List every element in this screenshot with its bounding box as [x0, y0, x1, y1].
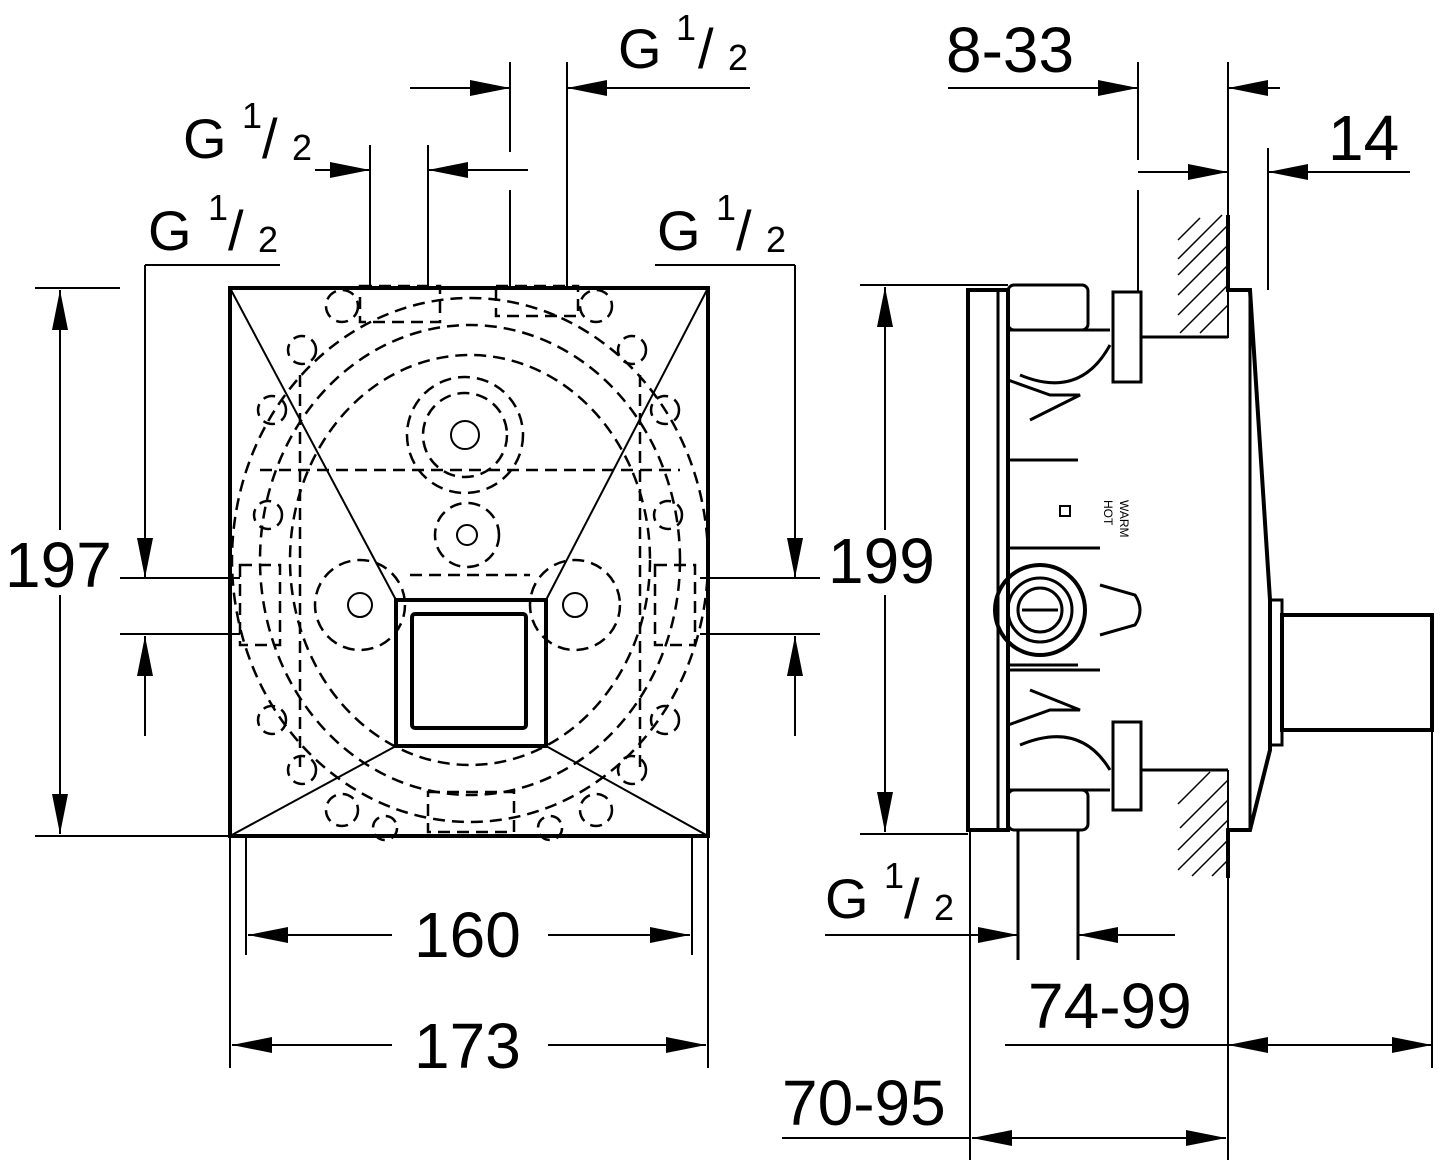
svg-text:G: G [618, 17, 662, 80]
thread-label-bottom: G 1 / 2 [825, 855, 954, 930]
dim-199: 199 [828, 525, 935, 597]
svg-text:G: G [657, 199, 701, 262]
svg-text:/: / [904, 867, 920, 930]
side-view: WARM HOT [966, 214, 1434, 960]
svg-text:1: 1 [676, 7, 696, 48]
wall-hatch-bottom [1177, 770, 1229, 878]
valve-outer-circle [993, 563, 1087, 657]
front-dimensions: 197 [5, 62, 820, 1082]
svg-text:G: G [148, 199, 192, 262]
svg-text:2: 2 [292, 127, 312, 168]
dim-173: 173 [414, 1010, 521, 1082]
dim-74-99: 74-99 [1028, 970, 1192, 1042]
svg-text:G: G [825, 867, 869, 930]
label-warm: WARM [1117, 500, 1131, 538]
svg-text:1: 1 [884, 855, 904, 896]
thread-label-top-left: G 1 / 2 [183, 95, 312, 170]
center-square-outer [394, 598, 548, 748]
label-hot: HOT [1101, 500, 1115, 526]
thread-label-right: G 1 / 2 [657, 187, 786, 262]
front-cover-outline [228, 286, 710, 838]
svg-text:/: / [736, 199, 752, 262]
spindle [1280, 613, 1434, 732]
svg-text:G: G [183, 107, 227, 170]
dim-70-95: 70-95 [782, 1067, 946, 1139]
svg-text:1: 1 [242, 95, 262, 136]
center-square-inner [410, 612, 528, 730]
svg-text:/: / [698, 17, 714, 80]
wall-hatch-top [1177, 214, 1229, 338]
side-body-outline [966, 288, 1010, 832]
svg-text:1: 1 [208, 187, 228, 228]
side-dimensions: 199 8-33 14 74-99 7 [782, 14, 1433, 1160]
front-view [228, 284, 710, 842]
svg-text:2: 2 [934, 887, 954, 928]
svg-text:/: / [228, 199, 244, 262]
thread-label-left: G 1 / 2 [148, 187, 278, 262]
dim-14: 14 [1328, 102, 1399, 174]
dim-8-33: 8-33 [946, 14, 1074, 86]
thread-label-top-right: G 1 / 2 [618, 7, 748, 80]
svg-text:1: 1 [716, 187, 736, 228]
dim-197: 197 [5, 529, 112, 601]
hidden-body [230, 284, 710, 842]
svg-text:2: 2 [766, 219, 786, 260]
svg-text:2: 2 [258, 219, 278, 260]
svg-text:2: 2 [728, 37, 748, 78]
svg-text:/: / [262, 107, 278, 170]
dim-160: 160 [414, 899, 521, 971]
